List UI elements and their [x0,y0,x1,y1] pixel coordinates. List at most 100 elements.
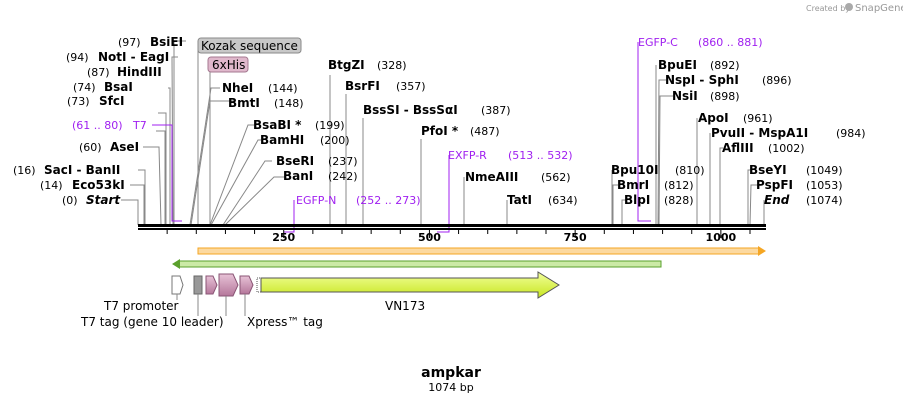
site-bmti[interactable]: BmtI [228,96,260,110]
snapgene-logo-icon [845,3,853,11]
primer-egfp-c[interactable]: EGFP-C (860 .. 881) [638,36,763,49]
primer-range: (252 .. 273) [356,194,421,207]
primer-name: EGFP-N [296,194,336,207]
site-pos: (94) [66,51,89,64]
site-pos: (634) [548,194,578,207]
site-pos: (896) [762,74,792,87]
site-bsrfi[interactable]: BsrFI [345,79,380,93]
site-btgzi[interactable]: BtgZI [328,58,365,72]
site-nmeaiii[interactable]: NmeAIII [465,170,518,184]
site-pos: (199) [315,119,345,132]
site-bsai[interactable]: BsaI [104,80,133,94]
site-pos: (961) [743,112,773,125]
kozak-label: Kozak sequence [201,39,298,53]
label-xpress-tag: Xpress™ tag [247,315,323,329]
site-bsssi[interactable]: BssSI - BssSαI [363,103,458,117]
feature-6xhis[interactable] [205,275,218,295]
site-asei[interactable]: AseI [110,140,139,154]
site-pos: (810) [675,164,705,177]
site-bsabi[interactable]: BsaBI * [253,118,302,132]
site-pos: (562) [541,171,571,184]
site-leader-lines [121,40,765,226]
site-bani[interactable]: BanI [283,169,313,183]
site-pos: (97) [118,36,141,49]
primer-name: T7 [132,119,147,132]
primer-exfp-r[interactable]: EXFP-R (513 .. 532) [448,149,573,162]
site-pos: (357) [396,80,426,93]
site-noti-eagi[interactable]: NotI - EagI [98,50,169,64]
site-bmri[interactable]: BmrI [617,178,649,192]
site-pos: (14) [40,179,63,192]
site-pos: (1074) [806,194,843,207]
site-pos: (1053) [806,179,843,192]
his-tag-box[interactable]: 6xHis [207,56,249,73]
svg-text:SnapGene: SnapGene [855,3,903,14]
site-pfoi[interactable]: PfoI * [421,124,459,138]
site-pos: (200) [320,134,350,147]
site-nsii[interactable]: NsiI [672,89,698,103]
feature-tag-pink[interactable] [218,273,239,297]
site-pos: (1002) [768,142,805,155]
site-pos: (328) [377,59,407,72]
site-pos: (984) [836,127,866,140]
site-pos: (73) [67,95,90,108]
ruler: 250 500 750 1000 [166,230,751,244]
svg-text:Created by: Created by [806,4,850,13]
orf-forward [197,246,766,256]
site-start[interactable]: Start [86,193,121,207]
site-eco53ki[interactable]: Eco53kI [72,178,125,192]
site-pos: (387) [481,104,511,117]
site-nhei[interactable]: NheI [222,81,253,95]
site-sfci[interactable]: SfcI [99,94,124,108]
site-bamhi[interactable]: BamHI [260,133,304,147]
site-bseyi[interactable]: BseYI [749,163,787,177]
site-end[interactable]: End [764,193,790,207]
site-pos: (87) [87,66,110,79]
site-pos: (812) [664,179,694,192]
site-nspi-sphi[interactable]: NspI - SphI [665,73,739,87]
site-bpuei[interactable]: BpuEI [658,58,697,72]
orf-reverse [172,259,662,269]
ruler-label: 500 [418,231,441,244]
enzyme-labels: (0) Start (14) Eco53kI (16) SacI - BanII… [13,35,866,207]
site-saci-banii[interactable]: SacI - BanII [44,163,120,177]
label-vn173: VN173 [385,299,425,313]
feature-tag-leaders [197,50,211,225]
sequence-backbone [138,224,766,230]
plasmid-length: 1074 bp [428,381,473,394]
site-blpi[interactable]: BlpI [624,193,650,207]
site-tati[interactable]: TatI [507,193,532,207]
site-bpu10i[interactable]: Bpu10I [611,163,658,177]
site-afliii[interactable]: AflIII [722,141,754,155]
site-pvuii-mspa1i[interactable]: PvuII - MspA1I [711,126,808,140]
ruler-label: 1000 [706,231,737,244]
site-pos: (74) [73,81,96,94]
label-t7-promoter: T7 promoter [103,299,179,313]
site-bseri[interactable]: BseRI [276,154,314,168]
primer-t7[interactable]: (61 .. 80) T7 [72,119,147,132]
site-bsiei[interactable]: BsiEI [150,35,183,49]
plasmid-name: ampkar [421,365,481,381]
ruler-label: 250 [272,231,295,244]
site-apoi[interactable]: ApoI [698,111,729,125]
feature-t7-promoter[interactable] [171,275,184,295]
site-pos: (237) [328,155,358,168]
snapgene-credit: Created by SnapGene [806,3,903,14]
ruler-label: 750 [564,231,587,244]
kozak-tag-box[interactable]: Kozak sequence [197,37,302,54]
primer-name: EXFP-R [448,149,487,162]
site-pspfi[interactable]: PspFI [756,178,793,192]
site-hindiii[interactable]: HindIII [117,65,162,79]
site-pos: (892) [710,59,740,72]
feature-xpress-tag[interactable] [239,275,254,295]
label-t7-tag: T7 tag (gene 10 leader) [80,315,224,329]
site-pos: (1049) [806,164,843,177]
feature-vn173[interactable] [256,271,560,299]
his-label: 6xHis [212,58,245,72]
primer-egfp-n[interactable]: EGFP-N (252 .. 273) [296,194,421,207]
primer-range: (513 .. 532) [508,149,573,162]
site-pos: (16) [13,164,36,177]
feature-t7-tag[interactable] [193,275,203,295]
site-pos: (144) [268,82,298,95]
